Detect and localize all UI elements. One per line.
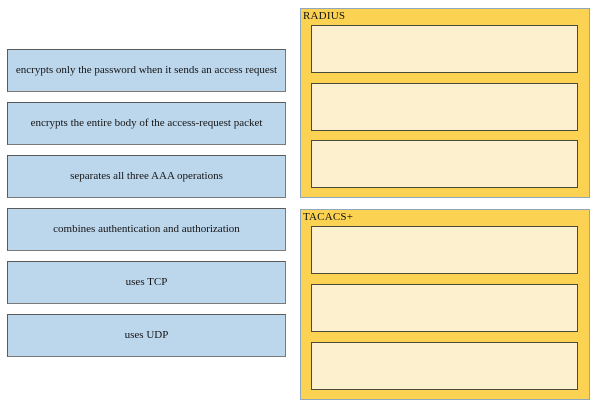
dropzone-stack-tacacs <box>311 226 578 390</box>
panel-title-tacacs: TACACS+ <box>303 211 354 223</box>
drag-item-combines-authn-authz[interactable]: combines authentication and authorizatio… <box>7 208 286 251</box>
dropzone-stack-radius <box>311 25 578 188</box>
drag-item-separates-aaa[interactable]: separates all three AAA operations <box>7 155 286 198</box>
drag-item-encrypts-entire-body[interactable]: encrypts the entire body of the access-r… <box>7 102 286 145</box>
drag-item-uses-udp[interactable]: uses UDP <box>7 314 286 357</box>
drag-items-column: encrypts only the password when it sends… <box>7 49 286 367</box>
panel-title-radius: RADIUS <box>303 10 346 22</box>
category-panel-tacacs: TACACS+ <box>300 209 590 400</box>
category-panel-radius: RADIUS <box>300 8 590 198</box>
dropzone-radius-3[interactable] <box>311 140 578 188</box>
dropzone-radius-1[interactable] <box>311 25 578 73</box>
dropzone-tacacs-2[interactable] <box>311 284 578 332</box>
dropzone-tacacs-1[interactable] <box>311 226 578 274</box>
dropzone-radius-2[interactable] <box>311 82 578 131</box>
drag-item-uses-tcp[interactable]: uses TCP <box>7 261 286 304</box>
dropzone-tacacs-3[interactable] <box>311 342 578 390</box>
drag-item-encrypts-password[interactable]: encrypts only the password when it sends… <box>7 49 286 92</box>
